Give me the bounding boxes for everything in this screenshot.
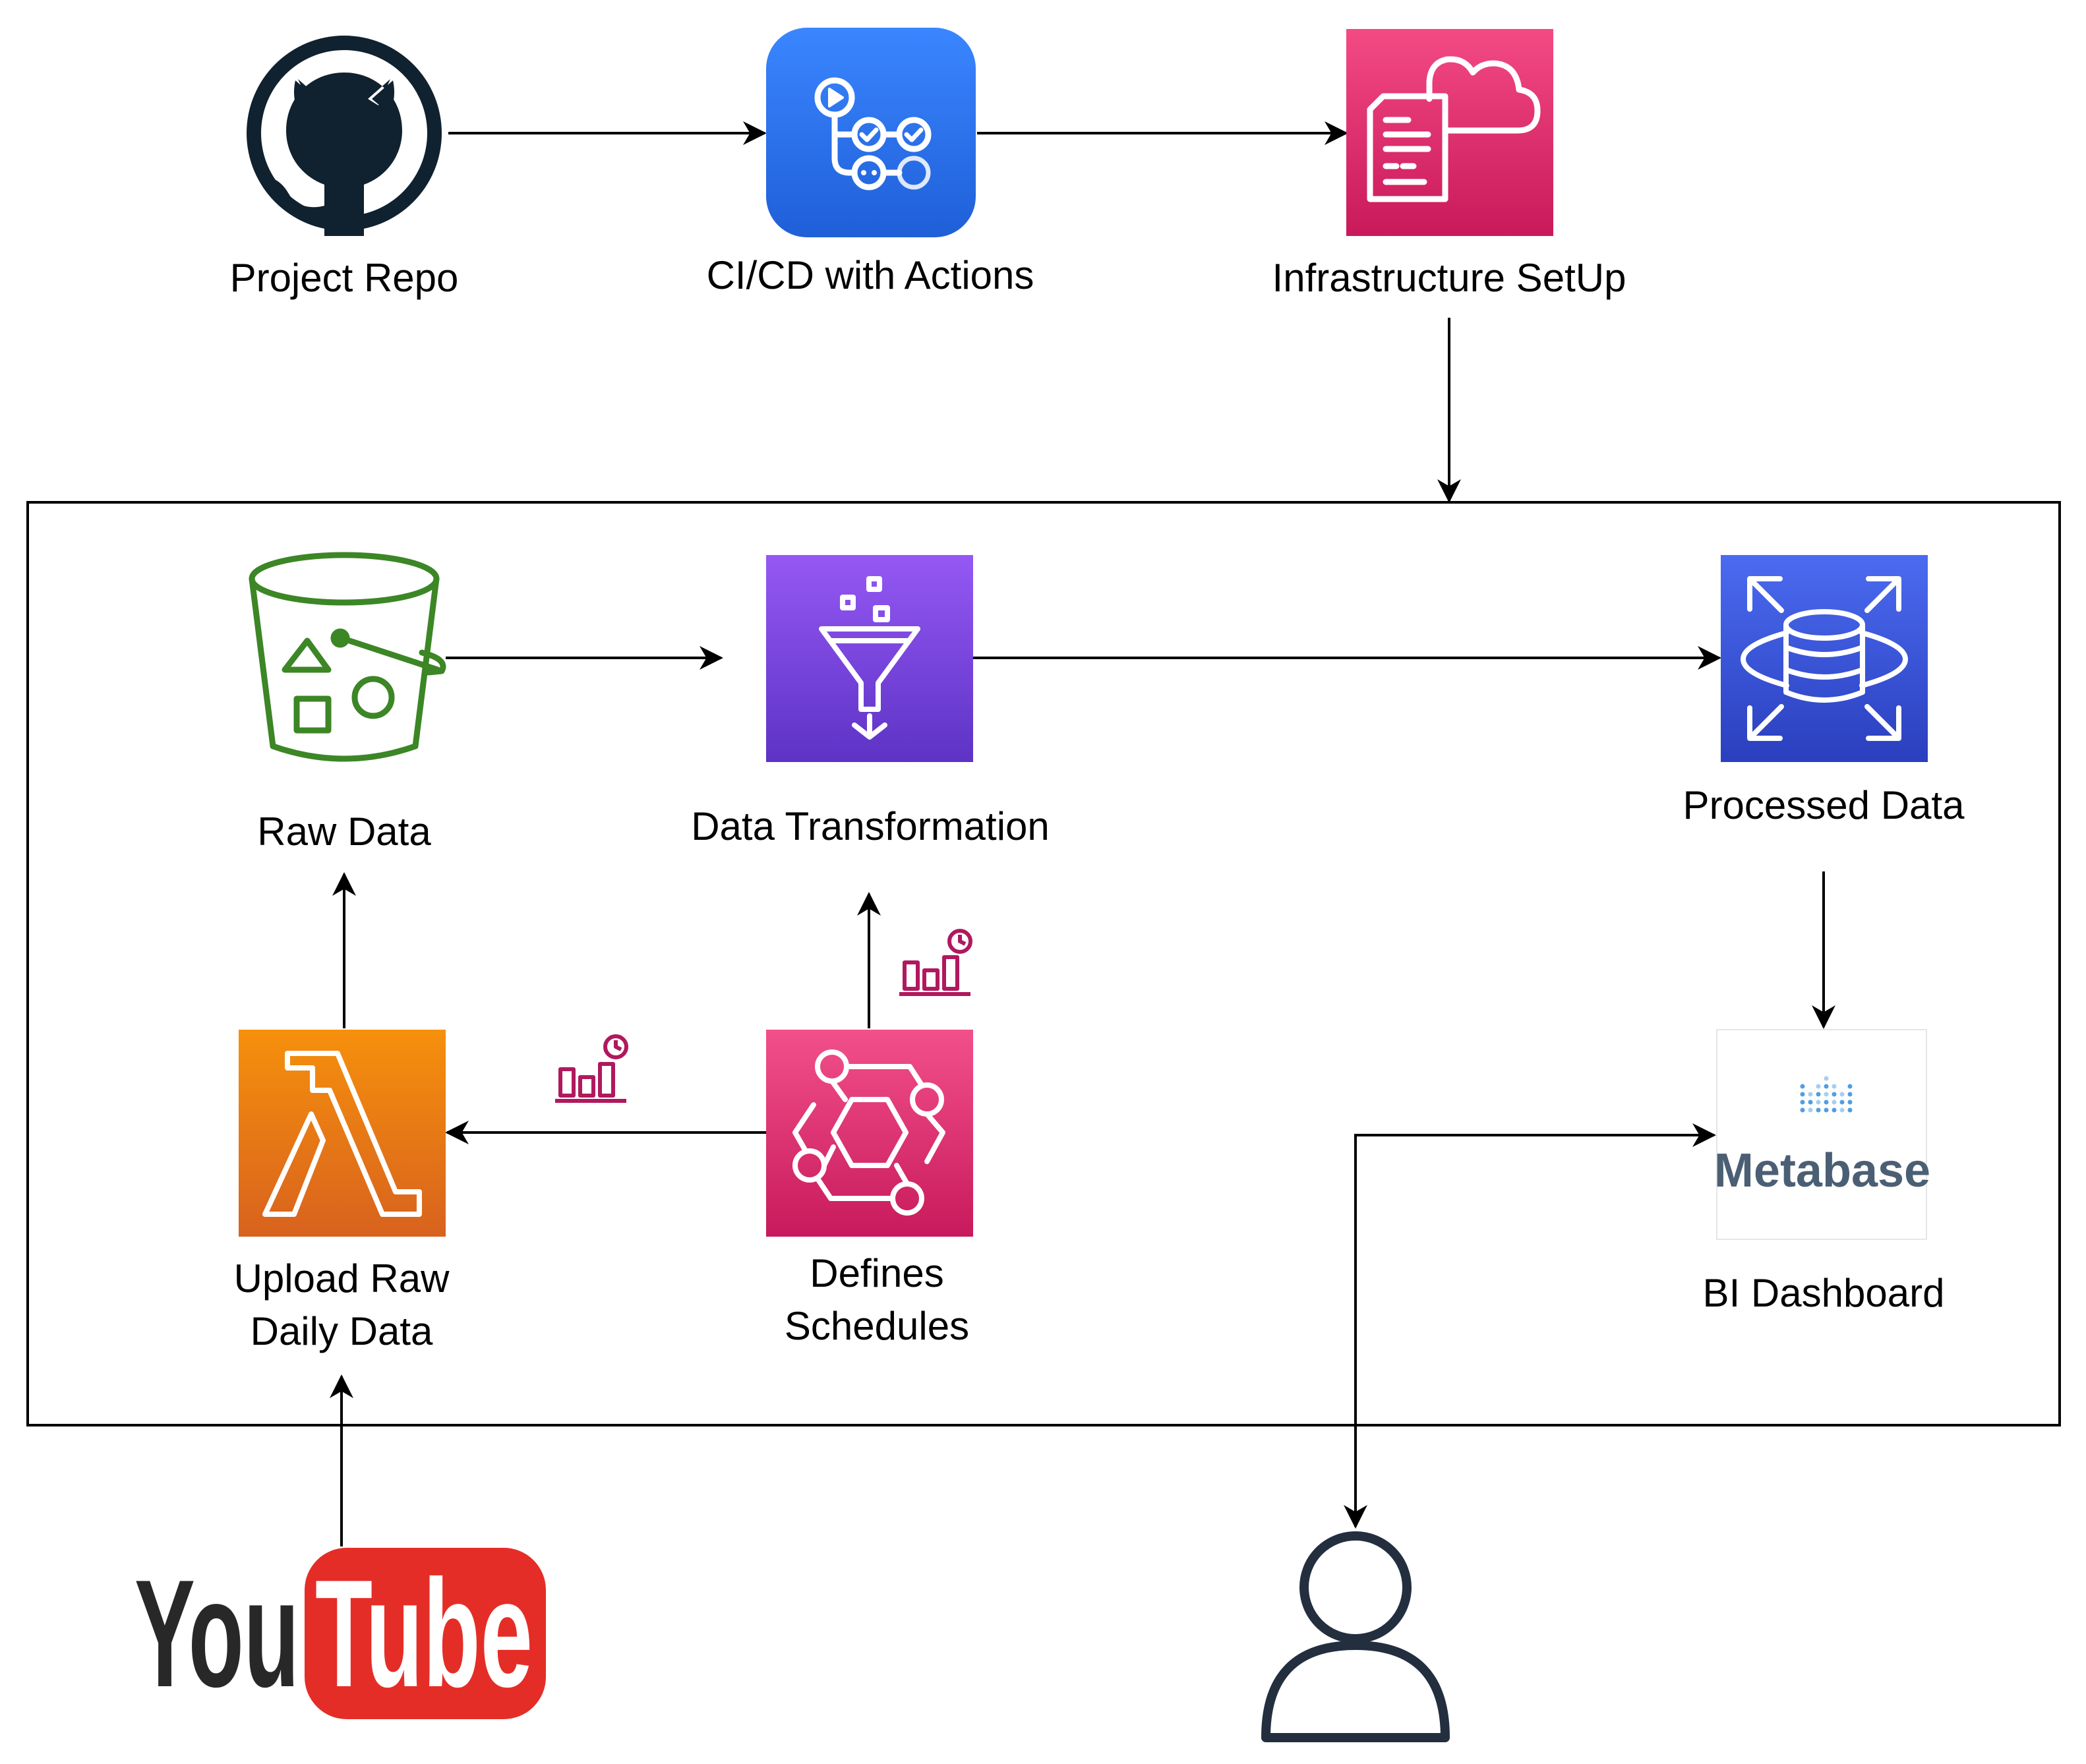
label-raw-data: Raw Data <box>257 809 431 854</box>
label-processed-data: Processed Data <box>1683 783 1965 827</box>
youtube-logo: You Tube <box>134 1548 546 1719</box>
arrow-user-bi-link <box>1344 1123 1716 1529</box>
label-schedules-line1: Defines <box>810 1251 944 1295</box>
connectors <box>330 121 1835 1546</box>
label-bi-dashboard: BI Dashboard <box>1702 1271 1945 1315</box>
glue-icon <box>766 555 973 762</box>
github-icon <box>247 36 442 236</box>
label-data-transformation: Data Transformation <box>691 804 1050 848</box>
rds-database-icon <box>1721 555 1928 762</box>
s3-bucket-icon <box>249 552 446 762</box>
lambda-icon <box>239 1030 446 1237</box>
schedule-icon-upload <box>555 1034 628 1103</box>
youtube-logo-you: You <box>134 1548 299 1719</box>
label-project-repo: Project Repo <box>229 256 459 300</box>
pipeline-container <box>26 501 2061 1426</box>
user-icon <box>1261 1531 1450 1742</box>
eventbridge-icon <box>766 1030 973 1237</box>
label-cicd: CI/CD with Actions <box>706 253 1034 297</box>
schedule-icon-transform <box>899 929 972 996</box>
cloudformation-icon <box>1346 29 1553 236</box>
label-infrastructure: Infrastructure SetUp <box>1272 256 1626 300</box>
github-actions-icon <box>766 28 976 237</box>
label-upload-line1: Upload Raw <box>233 1256 450 1301</box>
metabase-icon: Metabase <box>1714 1029 1930 1240</box>
label-schedules-line2: Schedules <box>784 1304 970 1348</box>
metabase-logo-text: Metabase <box>1714 1144 1930 1197</box>
label-upload-line2: Daily Data <box>250 1309 433 1353</box>
youtube-logo-tube: Tube <box>315 1548 533 1719</box>
